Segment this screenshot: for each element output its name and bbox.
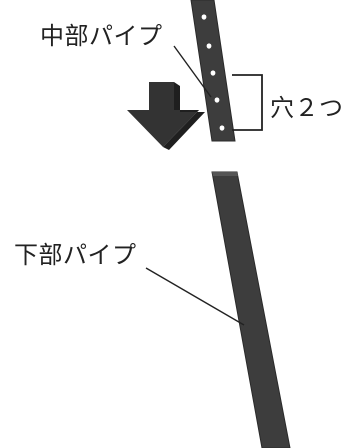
pipe-hole (201, 14, 207, 20)
pipe-hole (219, 125, 225, 131)
middle-pipe (190, 0, 236, 142)
pipe-hole (214, 97, 220, 103)
down-arrow-shadow (163, 82, 205, 150)
lower-pipe-top-face (212, 172, 238, 176)
lower-pipe-body (211, 171, 291, 448)
lower-pipe-label: 下部パイプ (14, 241, 137, 269)
lower-pipe (211, 171, 291, 448)
down-arrow-icon (127, 82, 199, 147)
lower-pipe-leader-line (145, 267, 245, 326)
hole-bracket (232, 74, 263, 131)
hole-count-label: 穴２つ (270, 94, 344, 122)
pipe-hole (206, 43, 212, 49)
middle-pipe-leader-line (173, 45, 212, 98)
pipe-hole (210, 70, 216, 76)
middle-pipe-label: 中部パイプ (40, 22, 163, 50)
